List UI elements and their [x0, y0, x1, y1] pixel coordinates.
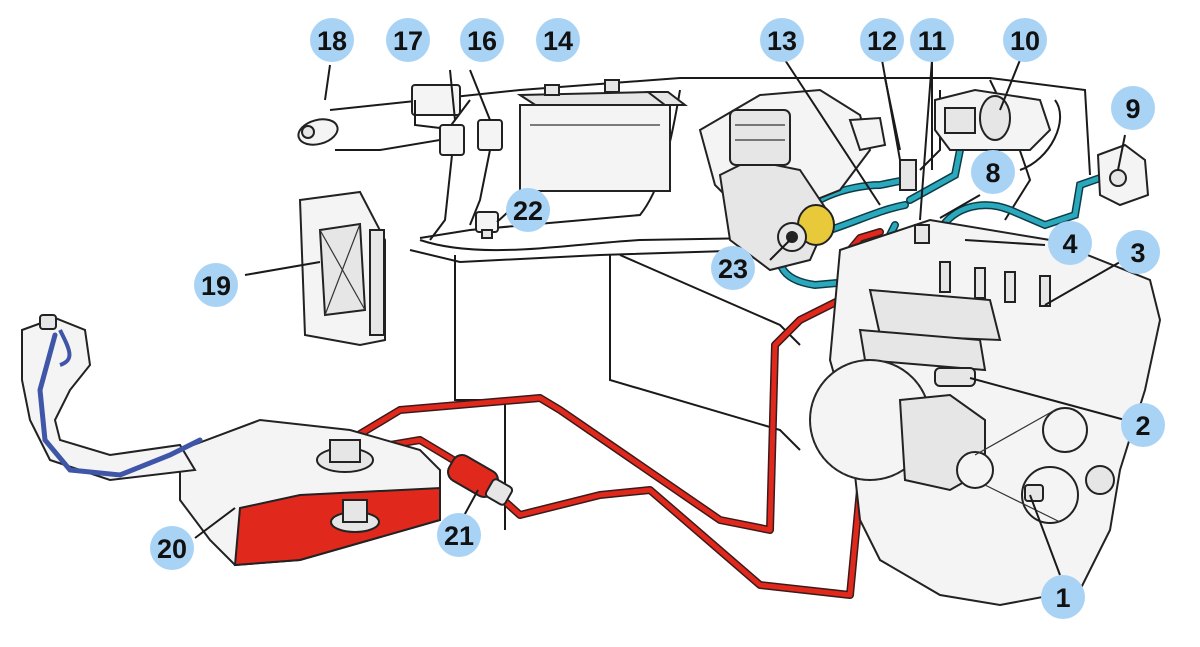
- pressure-sensor: [1096, 143, 1150, 207]
- callout-number: 14: [543, 26, 573, 56]
- callout-badge: [310, 18, 354, 62]
- callout-18: 18: [310, 18, 354, 62]
- fuel-filter: [447, 454, 514, 506]
- callout-number: 4: [1062, 229, 1077, 259]
- airflow-meter: [934, 88, 1052, 151]
- temperature-sensor: [297, 118, 339, 146]
- callout-number: 17: [393, 26, 423, 56]
- callout-number: 16: [467, 26, 497, 56]
- callout-badge: [460, 18, 504, 62]
- callout-8: 8: [971, 150, 1015, 194]
- relays: [411, 84, 503, 241]
- callout-20: 20: [150, 526, 194, 570]
- callout-4: 4: [1048, 221, 1092, 265]
- callout-number: 2: [1135, 411, 1150, 441]
- callout-2: 2: [1121, 403, 1165, 447]
- callout-number: 18: [317, 26, 347, 56]
- callout-12: 12: [860, 18, 904, 62]
- idle-valve: [475, 211, 499, 239]
- battery: [516, 79, 688, 192]
- callout-1: 1: [1041, 575, 1085, 619]
- callout-number: 12: [867, 26, 897, 56]
- callout-number: 19: [201, 271, 231, 301]
- vacuum-hose-to-sensor: [937, 175, 1103, 233]
- callout-10: 10: [1003, 18, 1047, 62]
- callout-badge: [506, 188, 550, 232]
- callout-14: 14: [536, 18, 580, 62]
- callout-badge: [437, 513, 481, 557]
- callout-19: 19: [194, 263, 238, 307]
- callout-number: 21: [444, 521, 474, 551]
- callout-13: 13: [760, 18, 804, 62]
- callout-badge: [860, 18, 904, 62]
- engine-block: [809, 159, 1162, 607]
- callout-badge: [1111, 86, 1155, 130]
- callout-badge: [386, 18, 430, 62]
- callout-badge: [711, 246, 755, 290]
- callout-badge: [760, 18, 804, 62]
- callout-number: 20: [157, 534, 187, 564]
- callout-badge: [1003, 18, 1047, 62]
- callout-badge: [1048, 221, 1092, 265]
- callout-number: 9: [1125, 94, 1140, 124]
- callout-number: 8: [985, 158, 1000, 188]
- callout-22: 22: [506, 188, 550, 232]
- callout-number: 1: [1055, 583, 1070, 613]
- callout-9: 9: [1111, 86, 1155, 130]
- callout-badge: [1121, 403, 1165, 447]
- ecu: [298, 190, 386, 347]
- callout-21: 21: [437, 513, 481, 557]
- callout-number: 3: [1130, 238, 1145, 268]
- callout-number: 23: [718, 254, 748, 284]
- callout-number: 13: [767, 26, 797, 56]
- callout-23: 23: [711, 246, 755, 290]
- filler-neck: [21, 314, 203, 482]
- callout-badge: [1041, 575, 1085, 619]
- callout-badge: [1116, 230, 1160, 274]
- callout-number: 22: [513, 196, 543, 226]
- callout-3: 3: [1116, 230, 1160, 274]
- callout-badge: [194, 263, 238, 307]
- callout-badge: [536, 18, 580, 62]
- callout-badge: [910, 18, 954, 62]
- callout-11: 11: [910, 18, 954, 62]
- callout-number: 11: [918, 26, 947, 56]
- air-intake: [698, 88, 887, 272]
- callout-number: 10: [1010, 26, 1040, 56]
- callout-17: 17: [386, 18, 430, 62]
- fuel-return-line: [347, 282, 853, 533]
- callout-16: 16: [460, 18, 504, 62]
- fuel-tank: [179, 418, 441, 567]
- callout-badge: [971, 150, 1015, 194]
- leader-lines: [194, 59, 1126, 576]
- callout-badge: [150, 526, 194, 570]
